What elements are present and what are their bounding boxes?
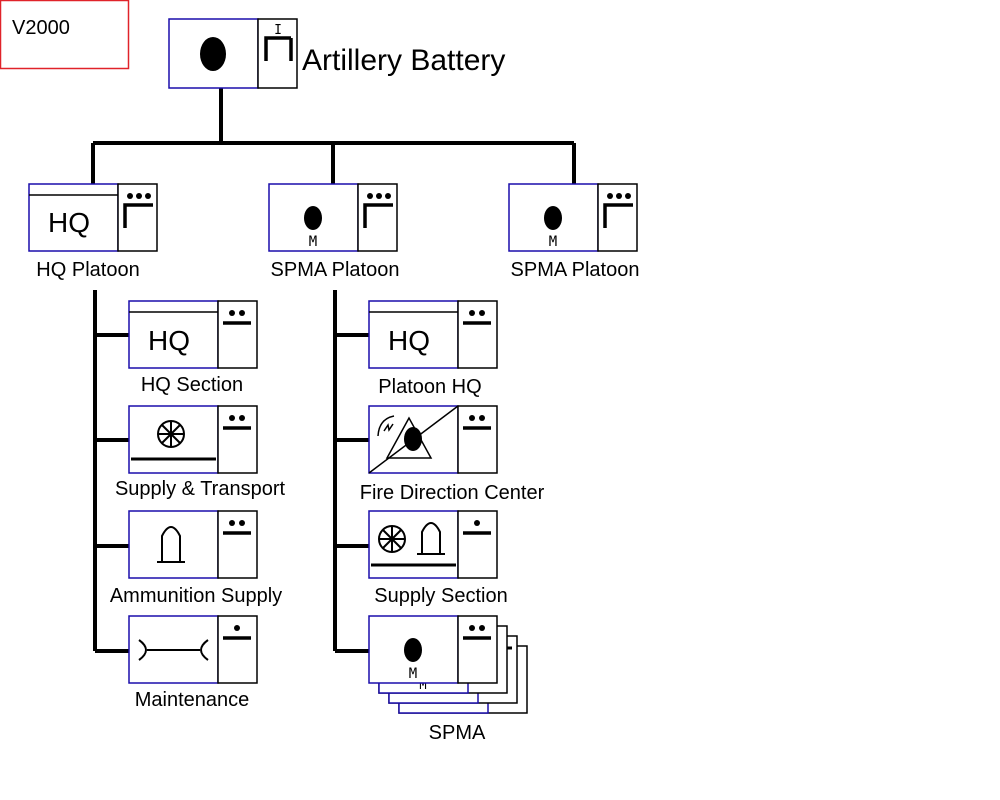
ammunition-icon	[157, 526, 185, 563]
connector-lines	[91, 88, 576, 653]
battery-echelon-box: I	[257, 18, 298, 89]
platoon-echelon-box	[357, 183, 398, 252]
section-echelon-box	[457, 300, 498, 369]
artillery-dot-icon	[404, 638, 422, 662]
maintenance-icon	[138, 639, 209, 661]
hq-platoon-label: HQ Platoon	[36, 259, 139, 281]
version-label: V2000	[12, 17, 70, 39]
echelon-mark: I	[274, 23, 282, 38]
artillery-dot-icon	[544, 206, 562, 230]
section-echelon-box	[457, 615, 498, 684]
platoon-echelon-box	[597, 183, 638, 252]
section-echelon-box	[217, 510, 258, 579]
section-echelon-box	[217, 300, 258, 369]
platoon-hq-label: Platoon HQ	[378, 376, 481, 398]
spma-node[interactable]: M M SPMA	[368, 615, 528, 744]
fire-direction-center-node[interactable]: Fire Direction Center	[360, 405, 545, 504]
supply-ammo-icon	[378, 522, 445, 555]
artillery-battery-label: Artillery Battery	[302, 44, 505, 77]
team-echelon-box	[217, 615, 258, 684]
hq-section-node[interactable]: HQ HQ Section	[128, 300, 258, 396]
supply-transport-node[interactable]: Supply & Transport	[115, 405, 286, 500]
maintenance-label: Maintenance	[135, 689, 250, 711]
hq-symbol-text: HQ	[48, 207, 90, 238]
ammunition-supply-label: Ammunition Supply	[110, 585, 282, 607]
mortar-symbol-text: M	[549, 234, 557, 250]
team-echelon-box	[457, 510, 498, 579]
supply-transport-label: Supply & Transport	[115, 478, 286, 500]
supply-section-node[interactable]: Supply Section	[368, 510, 508, 607]
fire-direction-center-label: Fire Direction Center	[360, 482, 545, 504]
section-echelon-box	[457, 405, 498, 474]
mortar-symbol-text: M	[309, 234, 317, 250]
fire-direction-icon	[368, 405, 459, 474]
spma-platoon-node[interactable]: M SPMA Platoon	[268, 183, 400, 281]
supply-section-label: Supply Section	[374, 585, 507, 607]
spma-platoon-label: SPMA Platoon	[271, 259, 400, 281]
maintenance-node[interactable]: Maintenance	[128, 615, 258, 711]
hq-section-label: HQ Section	[141, 374, 243, 396]
hq-platoon-node[interactable]: HQ HQ Platoon	[28, 183, 158, 281]
supply-wheel-icon	[157, 420, 185, 448]
section-echelon-box	[217, 405, 258, 474]
platoon-echelon-box	[117, 183, 158, 252]
svg-text:M: M	[419, 678, 426, 692]
hq-symbol-text: HQ	[388, 325, 430, 356]
spma-platoon-label: SPMA Platoon	[511, 259, 640, 281]
artillery-dot-icon	[200, 37, 226, 71]
spma-platoon-node[interactable]: M SPMA Platoon	[508, 183, 640, 281]
spma-label: SPMA	[429, 722, 486, 744]
platoon-hq-node[interactable]: HQ Platoon HQ	[368, 300, 498, 398]
artillery-dot-icon	[304, 206, 322, 230]
version-box: V2000	[0, 0, 130, 70]
ammunition-supply-node[interactable]: Ammunition Supply	[110, 510, 282, 607]
artillery-battery-node[interactable]: I Artillery Battery	[168, 18, 505, 89]
hq-symbol-text: HQ	[148, 325, 190, 356]
mortar-symbol-text: M	[409, 666, 417, 682]
